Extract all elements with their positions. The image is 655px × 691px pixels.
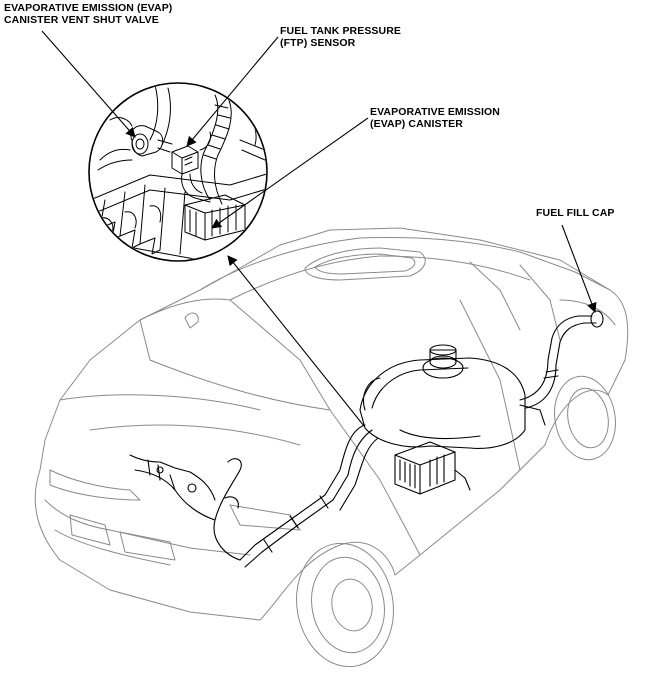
leader-fuel-fill-cap — [561, 224, 597, 313]
label-evap-canister-line1: EVAPORATIVE EMISSION — [370, 106, 500, 118]
label-fuel-fill-cap: FUEL FILL CAP — [536, 207, 615, 219]
label-ftp-line1: FUEL TANK PRESSURE — [280, 25, 402, 37]
leader-lines — [41, 30, 597, 427]
label-evap-canister: EVAPORATIVE EMISSION (EVAP) CANISTER — [370, 106, 500, 130]
label-ftp-line2: (FTP) SENSOR — [280, 37, 356, 49]
car-body — [34, 227, 629, 668]
locator-arrow — [227, 255, 365, 427]
label-canister-vent-line2: CANISTER VENT SHUT VALVE — [4, 14, 159, 26]
label-canister-vent-line1: EVAPORATIVE EMISSION (EVAP) — [4, 2, 173, 14]
label-fuel-fill-cap-line1: FUEL FILL CAP — [536, 207, 615, 219]
leader-canister-vent — [41, 30, 136, 138]
label-canister-vent-shut-valve: EVAPORATIVE EMISSION (EVAP) CANISTER VEN… — [4, 2, 172, 26]
fuel-evap-system — [129, 310, 604, 568]
label-evap-canister-line2: (EVAP) CANISTER — [370, 118, 463, 130]
detail-magnifier — [88, 82, 268, 262]
leader-evap-canister — [211, 117, 369, 229]
leader-ftp-sensor — [186, 36, 279, 147]
label-ftp-sensor: FUEL TANK PRESSURE (FTP) SENSOR — [280, 25, 401, 49]
